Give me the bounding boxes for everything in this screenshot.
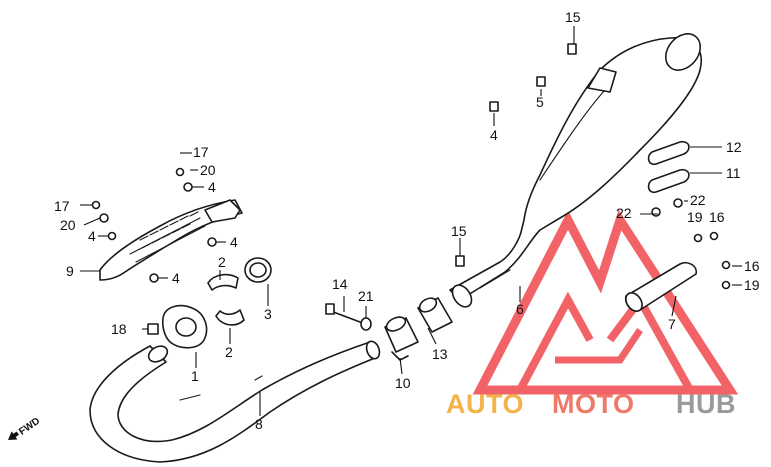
callout-label: 4 xyxy=(490,127,498,143)
callout-label: 4 xyxy=(208,179,216,195)
spark-arrester-7 xyxy=(624,261,698,312)
pipe-clamp-10 xyxy=(384,316,419,361)
callout-label: 17 xyxy=(193,144,209,160)
callout-label: 19 xyxy=(687,209,703,225)
callout-label: 15 xyxy=(451,223,467,239)
leader-lines xyxy=(80,26,742,416)
callout-label: 8 xyxy=(255,416,263,432)
callout-label: 20 xyxy=(200,162,216,178)
bracket-plate-12 xyxy=(647,140,690,166)
callout-label: 18 xyxy=(111,321,127,337)
bolt-15b xyxy=(455,255,465,267)
callout-label: 16 xyxy=(709,209,725,225)
callout-label: 5 xyxy=(536,94,544,110)
pipe-joint-13 xyxy=(417,297,453,333)
nut-18 xyxy=(147,323,159,335)
callout-label: 22 xyxy=(690,192,706,208)
exhaust-ring-3 xyxy=(244,257,272,283)
callout-labels: 1 2 2 3 4 4 4 4 4 5 5 6 7 8 9 10 11 12 1… xyxy=(54,9,760,432)
nut-5b xyxy=(489,101,499,112)
callout-label: 19 xyxy=(744,277,760,293)
fwd-arrow: FWD xyxy=(8,416,42,440)
callout-label: 16 xyxy=(744,258,760,274)
watermark-auto: AUTO xyxy=(446,389,524,419)
nut-5a xyxy=(536,76,546,87)
callout-label: 10 xyxy=(395,375,411,391)
exhaust-collars-2 xyxy=(207,273,245,326)
exhaust-pipe-8 xyxy=(89,340,381,463)
callout-label: 13 xyxy=(432,346,448,362)
callout-label: 2 xyxy=(218,254,226,270)
callout-label: 2 xyxy=(225,344,233,360)
fwd-label: FWD xyxy=(17,416,42,438)
callout-label: 4 xyxy=(230,234,238,250)
callout-label: 9 xyxy=(66,263,74,279)
callout-label: 20 xyxy=(60,217,76,233)
callout-label: 11 xyxy=(726,165,741,181)
watermark-moto: MOTO xyxy=(552,389,635,419)
bracket-plate-11 xyxy=(647,168,690,194)
callout-label: 22 xyxy=(616,205,632,221)
callout-label: 17 xyxy=(54,198,70,214)
muffler-6 xyxy=(449,33,702,308)
bolt-14 xyxy=(325,303,361,323)
callout-label: 4 xyxy=(88,228,96,244)
callout-label: 3 xyxy=(264,306,272,322)
callout-label: 6 xyxy=(516,301,524,317)
callout-label: 1 xyxy=(191,368,199,384)
watermark-text: AUTO MOTO HUB xyxy=(446,389,736,419)
bolt-15a xyxy=(567,43,577,55)
watermark-hub: HUB xyxy=(676,389,736,419)
callout-label: 12 xyxy=(726,139,742,155)
washer-21 xyxy=(360,317,372,331)
callout-label: 21 xyxy=(358,288,374,304)
callout-label: 4 xyxy=(172,270,180,286)
callout-label: 14 xyxy=(332,276,348,292)
exhaust-gasket-1 xyxy=(161,304,208,349)
callout-label: 7 xyxy=(668,316,676,332)
callout-label: 15 xyxy=(565,9,581,25)
heat-shield-9 xyxy=(99,199,243,281)
